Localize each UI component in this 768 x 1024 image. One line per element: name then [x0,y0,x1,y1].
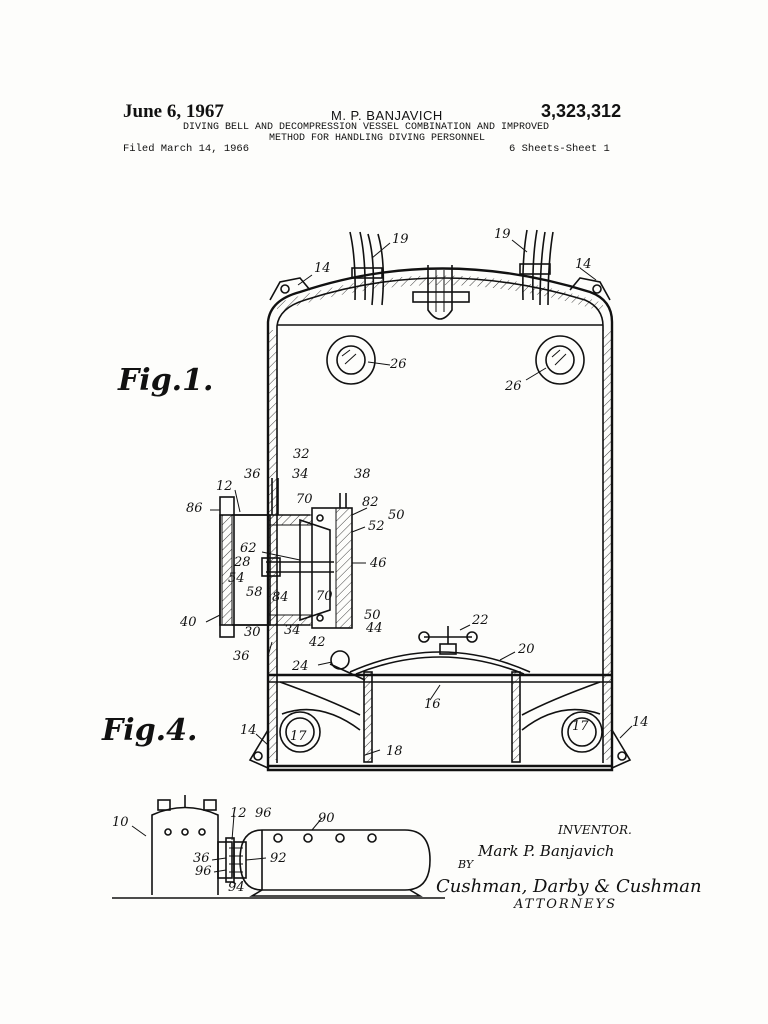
ref-22: 22 [471,613,489,628]
ref-20: 20 [517,642,535,657]
ref-17b: 17 [572,719,589,734]
patent-date: June 6, 1967 [123,101,224,122]
inventor-name-header: M. P. BANJAVICH [331,108,443,123]
ref-52: 52 [368,519,385,534]
inventor-signature: Mark P. Banjavich [477,842,614,860]
ref-26b: 26 [504,379,522,394]
ref-14c: 14 [240,723,257,738]
filed-date: Filed March 14, 1966 [123,143,250,155]
ref-26a: 26 [389,357,407,372]
ref-42: 42 [308,635,326,650]
inventor-caption: INVENTOR. [557,823,632,837]
ref-12a: 12 [216,479,233,494]
ref-36b: 36 [233,649,250,664]
ref-17a: 17 [290,729,307,744]
ref-90: 90 [318,811,335,826]
by-label: BY [457,858,475,871]
ref-86: 86 [186,501,203,516]
ref-19b: 19 [494,227,511,242]
patent-title-line-1: DIVING BELL AND DECOMPRESSION VESSEL COM… [183,122,550,133]
ref-40: 40 [179,615,197,630]
attorney-signature: Cushman, Darby & Cushman [436,876,702,897]
fig4-assembly [112,795,445,899]
fig1-vessel [219,229,632,772]
fig-1-label: Fig.1. [117,363,213,398]
attorneys-label: ATTORNEYS [513,897,617,912]
ref-96a: 96 [255,806,272,821]
ref-19a: 19 [392,232,409,247]
sheet-count: 6 Sheets-Sheet 1 [509,143,610,155]
ref-16: 16 [424,697,441,712]
patent-title-line-2: METHOD FOR HANDLING DIVING PERSONNEL [269,133,486,144]
ref-28: 28 [233,555,251,570]
ref-30: 30 [244,625,261,640]
ref-54: 54 [228,571,245,586]
ref-36a: 36 [244,467,261,482]
ref-70b: 70 [316,589,333,604]
ref-96b: 96 [195,864,212,879]
ref-70a: 70 [296,492,313,507]
ref-34a: 34 [292,467,309,482]
ref-44: 44 [365,621,383,636]
ref-34b: 34 [284,623,301,638]
patent-number: 3,323,312 [541,101,622,121]
ref-84: 84 [272,590,289,605]
ref-14b: 14 [575,257,592,272]
ref-50b: 50 [364,608,381,623]
ref-62: 62 [240,541,257,556]
fig-4-label: Fig.4. [101,713,197,748]
ref-38: 38 [354,467,371,482]
ref-10: 10 [112,815,129,830]
ref-50a: 50 [388,508,405,523]
ref-14d: 14 [632,715,649,730]
ref-92: 92 [270,851,287,866]
ref-46: 46 [369,556,387,571]
ref-82: 82 [362,495,379,510]
ref-58: 58 [246,585,263,600]
ref-24: 24 [291,659,309,674]
ref-36c: 36 [193,851,210,866]
ref-18: 18 [386,744,403,759]
ref-32: 32 [293,447,310,462]
ref-14a: 14 [314,261,331,276]
ref-12b: 12 [230,806,247,821]
ref-94: 94 [228,880,245,895]
